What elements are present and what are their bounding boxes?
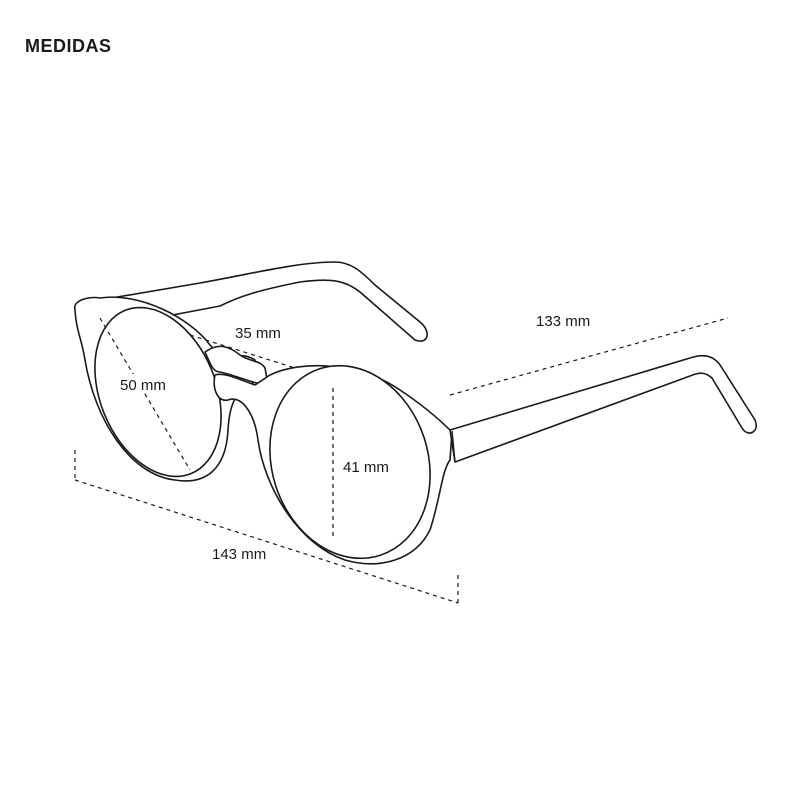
near-temple [449,354,757,463]
hinge [451,430,456,463]
frame-width-label: 143 mm [212,546,266,563]
right-lens [269,364,431,560]
bridge-dimension-line [189,334,296,369]
temple-length-dimension-line [449,317,729,396]
lens-height-label: 41 mm [343,459,389,476]
frame-width-dimension-line [74,479,459,604]
bridge-label: 35 mm [235,325,281,342]
page-title: MEDIDAS [25,36,112,56]
lens-width-dimension-line [99,317,191,471]
temple-length-label: 133 mm [536,313,590,330]
far-temple [99,261,428,342]
lens-width-label: 50 mm [120,377,166,394]
